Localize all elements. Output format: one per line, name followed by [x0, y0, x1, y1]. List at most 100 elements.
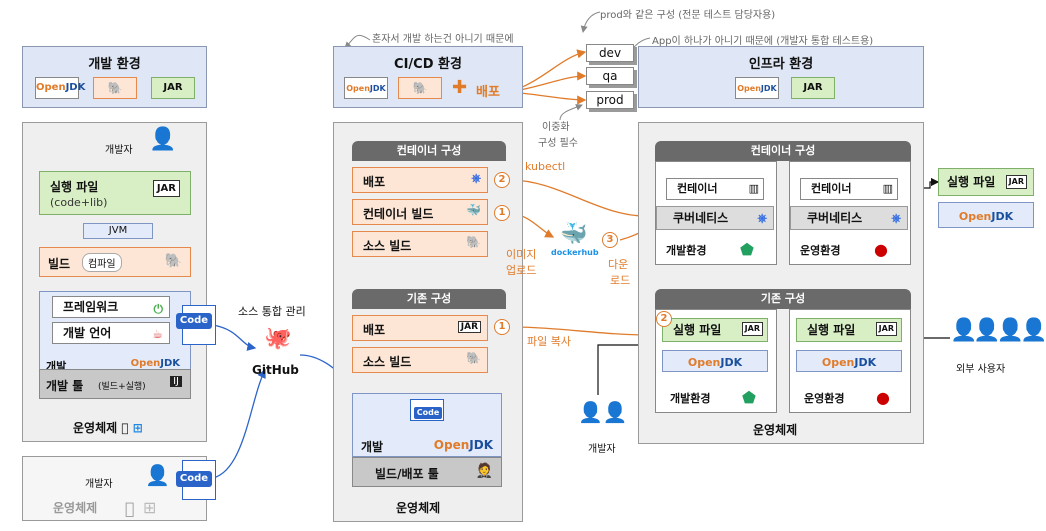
infra-panel: 컨테이너 구성 컨테이너▥ 쿠버네티스⎈ 개발환경 ⬟ 컨테이너▥ 쿠버네티스⎈… — [638, 122, 924, 444]
developer2-label: 개발자 — [85, 479, 113, 490]
k8s-icon: ⎈ — [471, 171, 481, 185]
windows-icon: ⊞ — [133, 421, 143, 435]
github-caption: 소스 통합 관리 — [238, 305, 306, 318]
jar-icon: JAR — [1005, 175, 1027, 189]
rancher-icon: ⬟ — [742, 388, 756, 407]
java-icon: ☕ — [152, 327, 163, 341]
github-label: GitHub — [252, 363, 299, 377]
dev-tool-detail: (빌드+실행) — [98, 382, 146, 392]
cicd-code-badge: Code — [414, 407, 442, 419]
redhat-icon: ● — [876, 388, 890, 407]
legacy-bar: 기존 구성 — [352, 289, 506, 309]
container-box: 컨테이너▥ — [666, 178, 764, 200]
c-build-row: 컨테이너 빌드 🐳 — [352, 199, 488, 225]
openjdk-box: OpenJDK — [796, 350, 902, 372]
image-upload-b: 업로드 — [506, 264, 537, 277]
build-label: 빌드 — [48, 257, 71, 271]
developer-label: 개발자 — [105, 145, 133, 156]
os-row: 운영체제  ⊞ — [73, 419, 143, 436]
cicd-note: 혼자서 개발 하는건 아니기 때문에 — [372, 34, 514, 45]
dev-env-label: 개발환경 — [666, 244, 707, 257]
docker-icon: 🐳 — [466, 203, 481, 217]
external-dev-label: 개발자 — [588, 444, 616, 455]
dev-tool-bar: 개발 툴 (빌드+실행) IJ — [39, 369, 191, 399]
exec-file-label: 실행 파일 — [50, 180, 99, 194]
k8s-icon: ⎈ — [891, 211, 901, 225]
target-prod[interactable]: prod — [586, 91, 634, 109]
k8s-box: 쿠버네티스⎈ — [656, 206, 774, 230]
code-badge: Code — [176, 313, 212, 329]
container-box: 컨테이너▥ — [800, 178, 898, 200]
k8s-box: 쿠버네티스⎈ — [790, 206, 908, 230]
target-qa[interactable]: qa — [586, 67, 634, 85]
container-bar: 컨테이너 구성 — [352, 141, 506, 161]
dev-env-title: 개발 환경 — [88, 57, 141, 72]
gradle-logo: 🐘 — [398, 77, 442, 99]
cicd-title: CI/CD 환경 — [394, 57, 462, 72]
developers-icon: 👤👤 — [578, 400, 628, 424]
l-source-label: 소스 빌드 — [363, 355, 412, 369]
openjdk-box: OpenJDK — [662, 350, 768, 372]
infra-container-bar: 컨테이너 구성 — [655, 141, 911, 161]
spring-icon: ⏻ — [153, 302, 164, 316]
infra-header: 인프라 환경 OpenJDK JAR — [638, 46, 924, 108]
jar-icon: JAR — [791, 77, 835, 99]
k8s-icon: ⎈ — [757, 211, 767, 225]
openjdk-label: OpenJDK — [130, 358, 180, 369]
cicd-dev-label: 개발 — [361, 440, 384, 454]
language-label: 개발 언어 — [63, 326, 112, 340]
step-2-kubectl: 2 — [494, 172, 510, 188]
prod-env-label: 운영환경 — [804, 392, 845, 405]
cicd-tool-label: 빌드/배포 툴 — [375, 467, 439, 481]
os2-label: 운영체제 — [53, 501, 98, 515]
c-source-label: 소스 빌드 — [363, 239, 412, 253]
jar-icon: JAR — [151, 77, 195, 99]
openjdk-logo: OpenJDK — [344, 77, 388, 99]
developer-icon: 👤 — [149, 127, 177, 152]
build-box: 빌드 컴파일 🐘 — [39, 247, 191, 277]
external-openjdk-box: OpenJDK — [938, 202, 1034, 228]
dev-env-panel: 👤 개발자 실행 파일 (code+lib) JAR JVM 빌드 컴파일 🐘 … — [22, 122, 207, 442]
redhat-icon: ● — [874, 240, 888, 259]
jar-icon: JAR — [741, 322, 763, 336]
cicd-tool-bar: 빌드/배포 툴 🤵 — [352, 457, 502, 487]
developer2-icon: 👤 — [145, 463, 170, 487]
openjdk-logo: OpenJDK — [735, 77, 779, 99]
os-label: 운영체제 — [73, 421, 118, 435]
framework-label: 프레임워크 — [63, 300, 119, 314]
infra-dev-container-env: 컨테이너▥ 쿠버네티스⎈ 개발환경 ⬟ — [655, 161, 777, 265]
cicd-header: CI/CD 환경 OpenJDK 🐘 ✚ 배포 — [333, 46, 523, 108]
jar-icon: JAR — [875, 322, 897, 336]
compile-badge: 컴파일 — [82, 253, 122, 272]
cicd-os-label: 운영체제 — [396, 501, 441, 515]
plus-icon: ✚ — [452, 77, 468, 98]
apple2-icon:  — [125, 499, 135, 518]
infra-os-label: 운영체제 — [753, 423, 798, 437]
file-copy-label: 파일 복사 — [527, 335, 571, 348]
gradle-icon: 🐘 — [466, 235, 481, 249]
apple-icon:  — [121, 421, 128, 435]
c-source-row: 소스 빌드 🐘 — [352, 231, 488, 257]
dev-env-header: 개발 환경 OpenJDK 🐘 JAR — [22, 46, 207, 108]
dev-box: 프레임워크 ⏻ 개발 언어 ☕ 개발 OpenJDK — [39, 291, 191, 375]
gradle-icon: 🐘 — [466, 351, 481, 365]
gradle-logo: 🐘 — [93, 77, 137, 99]
external-users-label: 외부 사용자 — [956, 364, 1006, 375]
note-ha-b: 구성 필수 — [538, 138, 578, 149]
jenkins-icon: 🤵 — [475, 463, 493, 479]
target-dev[interactable]: dev — [586, 44, 634, 62]
note-prod: prod와 같은 구성 (전문 테스트 담당자용) — [600, 10, 776, 21]
step-1-image: 1 — [494, 205, 510, 221]
l-source-row: 소스 빌드 🐘 — [352, 347, 488, 373]
dev-tool-label: 개발 툴 — [46, 379, 84, 393]
step-1-legacy: 1 — [494, 319, 510, 335]
code2-badge: Code — [176, 471, 212, 487]
c-build-label: 컨테이너 빌드 — [363, 207, 434, 221]
dev-env-label: 개발환경 — [670, 392, 711, 405]
openjdk-label: OpenJDK — [433, 438, 493, 452]
jar-icon: JAR — [457, 321, 481, 333]
